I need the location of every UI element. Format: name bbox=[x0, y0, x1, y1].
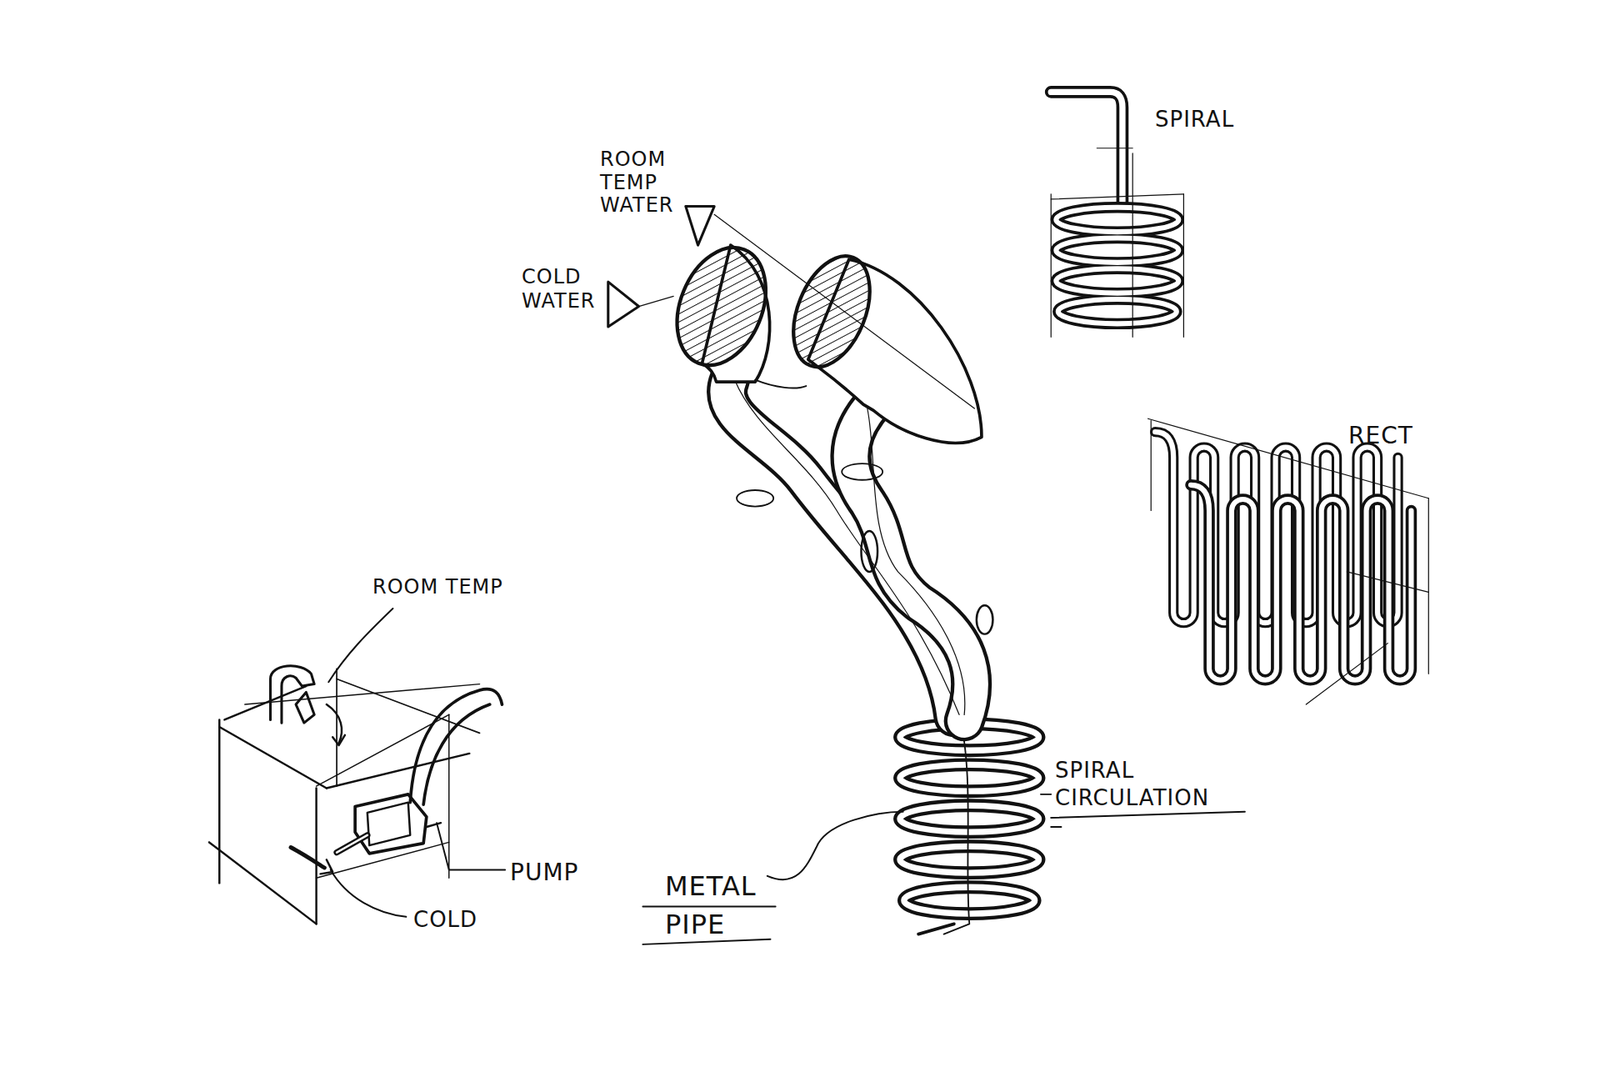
inlet-markers bbox=[608, 206, 975, 409]
part-label: ROOM TEMP bbox=[372, 575, 515, 600]
study-title: SPIRAL bbox=[1155, 106, 1272, 133]
leader-lines bbox=[642, 794, 1245, 945]
funnels bbox=[660, 234, 982, 443]
inlet-label: COLD WATER bbox=[521, 265, 605, 314]
part-label: PUMP bbox=[510, 858, 602, 887]
study-title: RECT bbox=[1348, 421, 1440, 450]
rect-study bbox=[1148, 418, 1430, 705]
inlet-label: ROOM TEMP WATER bbox=[600, 148, 684, 218]
spiral-coil bbox=[900, 714, 1040, 934]
tank-leaders bbox=[328, 608, 505, 917]
part-label: METAL PIPE bbox=[665, 866, 765, 944]
part-label: COLD bbox=[413, 906, 497, 933]
tank-with-pump bbox=[209, 665, 502, 925]
part-label: SPIRAL CIRCULATION bbox=[1055, 756, 1222, 811]
